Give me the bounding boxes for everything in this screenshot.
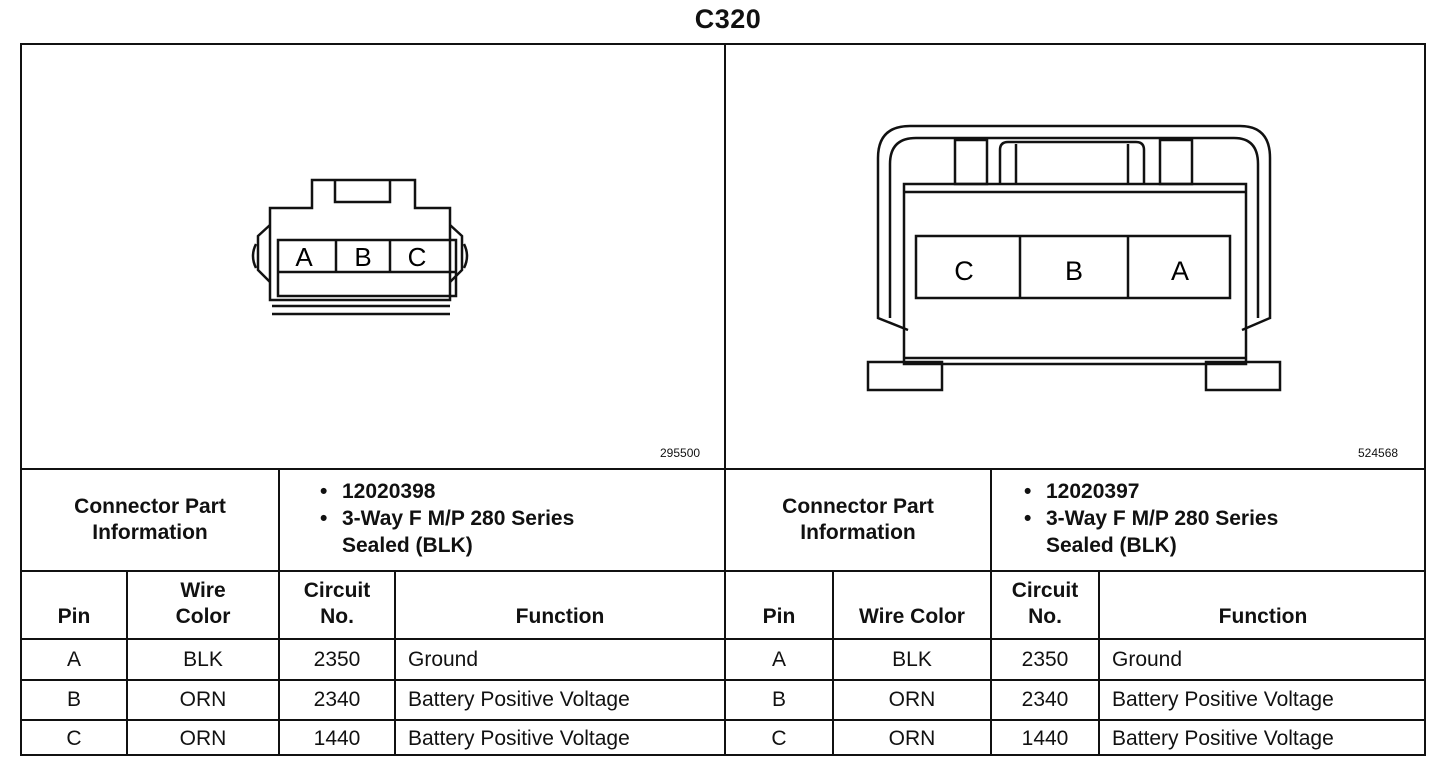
part-info-label: Connector Part Information — [782, 495, 934, 544]
header-wire-color: Wire Color — [859, 605, 965, 628]
image-id-left: 295500 — [660, 446, 701, 460]
image-id-right: 524568 — [1358, 446, 1399, 460]
connector-panel — [20, 43, 1426, 756]
cell-function: Battery Positive Voltage — [1112, 726, 1334, 750]
panel-divider — [724, 43, 726, 756]
cell-function: Battery Positive Voltage — [408, 726, 630, 750]
cell-wire-color: ORN — [888, 688, 936, 711]
cell-pin: A — [771, 647, 786, 671]
part-info-list: 12020397 3-Way F M/P 280 Series Sealed (… — [1024, 478, 1414, 559]
header-wire-color: Wire Color — [175, 579, 231, 628]
cell-pin: C — [66, 726, 82, 750]
cell-pin: B — [66, 688, 81, 711]
header-pin: Pin — [762, 605, 796, 628]
part-description: 3-Way F M/P 280 Series Sealed (BLK) — [320, 505, 642, 559]
part-info-label: Connector Part Information — [74, 495, 226, 544]
cell-wire-color: ORN — [888, 726, 936, 750]
header-circuit: Circuit No. — [303, 579, 371, 628]
part-number: 12020397 — [1024, 478, 1414, 505]
header-function: Function — [1218, 605, 1308, 628]
cavity-label: C — [408, 242, 427, 272]
cell-function: Battery Positive Voltage — [408, 688, 630, 711]
cavity-label: C — [954, 256, 974, 286]
cell-circuit: 2350 — [1021, 647, 1069, 671]
cell-wire-color: ORN — [179, 688, 227, 711]
cell-function: Ground — [408, 647, 479, 671]
cell-wire-color: BLK — [183, 647, 223, 671]
part-description: 3-Way F M/P 280 Series Sealed (BLK) — [1024, 505, 1346, 559]
cell-wire-color: ORN — [179, 726, 227, 750]
connector-drawing-left: A B C — [251, 178, 469, 316]
cell-pin: B — [771, 688, 786, 711]
cell-circuit: 2340 — [1021, 688, 1069, 711]
cavity-label: A — [1171, 256, 1189, 286]
connector-drawing-right: C B A — [866, 124, 1282, 392]
cell-circuit: 1440 — [313, 726, 361, 750]
cavity-label: A — [295, 242, 313, 272]
header-function: Function — [515, 605, 605, 628]
cell-function: Ground — [1112, 647, 1183, 671]
part-info-list: 12020398 3-Way F M/P 280 Series Sealed (… — [320, 478, 710, 559]
cell-wire-color: BLK — [892, 647, 932, 671]
cell-function: Battery Positive Voltage — [1112, 688, 1334, 711]
cavity-label: B — [354, 242, 371, 272]
header-pin: Pin — [57, 605, 91, 628]
cell-circuit: 1440 — [1021, 726, 1069, 750]
connector-title: C320 — [694, 4, 762, 34]
part-number: 12020398 — [320, 478, 710, 505]
cell-circuit: 2340 — [313, 688, 361, 711]
cell-pin: C — [771, 726, 787, 750]
cell-pin: A — [66, 647, 81, 671]
cell-circuit: 2350 — [313, 647, 361, 671]
header-circuit: Circuit No. — [1011, 579, 1079, 628]
cavity-label: B — [1065, 256, 1083, 286]
